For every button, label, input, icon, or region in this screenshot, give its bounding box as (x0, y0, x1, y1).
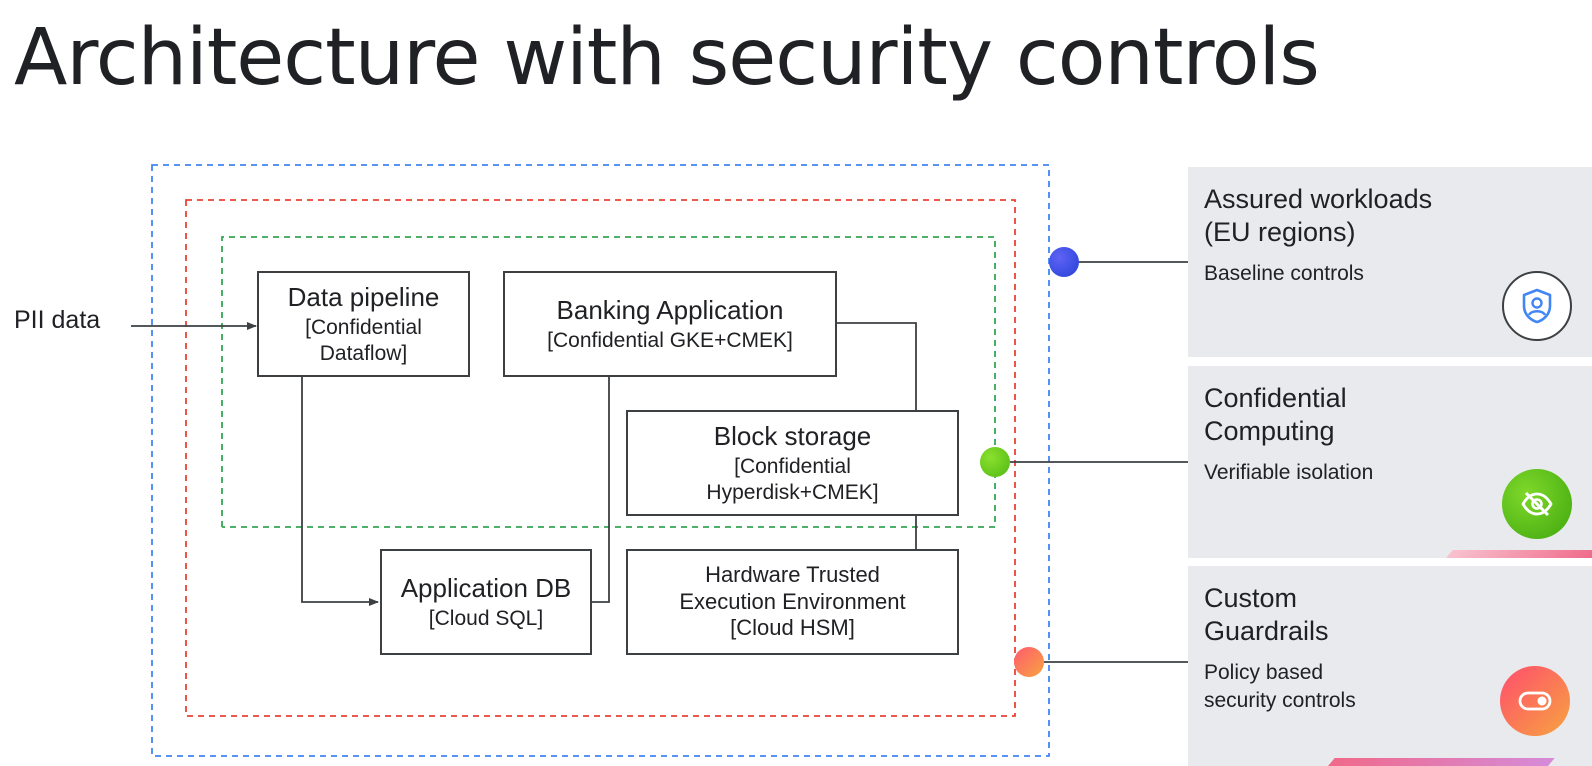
hardware-trusted-execution-box: Hardware Trusted Execution Environment [… (626, 549, 959, 655)
application-db-box: Application DB [Cloud SQL] (380, 549, 592, 655)
custom-guardrails-subtitle: Guardrails (1204, 616, 1329, 646)
toggle-icon (1500, 666, 1570, 736)
assured-workloads-dot (1049, 247, 1079, 277)
assured-workloads-title: Assured workloads (1204, 184, 1433, 214)
eye-off-icon (1502, 469, 1572, 539)
banking-to-storage-connector (837, 322, 917, 411)
block-storage-detail-2: Hyperdisk+CMEK] (706, 480, 879, 504)
panel-accent-stripe-2 (1328, 758, 1555, 766)
banking-application-box: Banking Application [Confidential GKE+CM… (503, 271, 837, 377)
confidential-computing-boundary (221, 236, 996, 528)
confidential-computing-panel: Confidential Computing Verifiable isolat… (1188, 366, 1592, 558)
assured-workloads-panel: Assured workloads (EU regions) Baseline … (1188, 167, 1592, 357)
hsm-line-2: Execution Environment (679, 588, 906, 614)
custom-guardrails-desc-line-2: security controls (1204, 689, 1356, 712)
custom-guardrails-desc-line-1: Policy based (1204, 661, 1324, 684)
custom-guardrails-title: Custom (1204, 583, 1298, 613)
confidential-computing-dot (980, 447, 1010, 477)
data-pipeline-box: Data pipeline [Confidential Dataflow] (257, 271, 470, 377)
application-db-name: Application DB (400, 572, 572, 603)
data-pipeline-detail-2: Dataflow] (319, 341, 408, 365)
banking-application-name: Banking Application (556, 294, 784, 325)
confidential-computing-subtitle: Computing (1204, 416, 1335, 446)
application-db-detail: [Cloud SQL] (428, 607, 544, 630)
block-storage-name: Block storage (713, 421, 872, 452)
block-storage-detail: [Confidential (734, 455, 851, 479)
confidential-computing-desc: Verifiable isolation (1204, 461, 1374, 484)
guardrails-dot (1014, 647, 1044, 677)
banking-to-db-connector (592, 377, 610, 603)
custom-guardrails-boundary (185, 199, 1016, 717)
data-pipeline-name: Data pipeline (287, 282, 440, 313)
banking-application-detail: [Confidential GKE+CMEK] (547, 329, 793, 352)
custom-guardrails-panel: Custom Guardrails Policy based security … (1188, 566, 1592, 766)
page-title: Architecture with security controls (14, 13, 1320, 103)
data-pipeline-detail: [Confidential (305, 316, 422, 340)
hsm-line-3: [Cloud HSM] (730, 615, 855, 641)
shield-user-icon (1502, 271, 1572, 341)
block-storage-box: Block storage [Confidential Hyperdisk+CM… (626, 410, 959, 516)
hsm-line-1: Hardware Trusted (705, 562, 880, 588)
assured-workloads-desc: Baseline controls (1204, 262, 1364, 285)
pipeline-to-db-arrow (301, 377, 379, 606)
assured-workloads-boundary (151, 164, 1050, 757)
panel-accent-stripe (1446, 550, 1592, 558)
assured-workloads-subtitle: (EU regions) (1204, 217, 1356, 247)
custom-guardrails-desc: Policy based security controls (1204, 659, 1356, 715)
confidential-computing-title: Confidential (1204, 383, 1347, 413)
pii-data-label: PII data (14, 306, 101, 334)
